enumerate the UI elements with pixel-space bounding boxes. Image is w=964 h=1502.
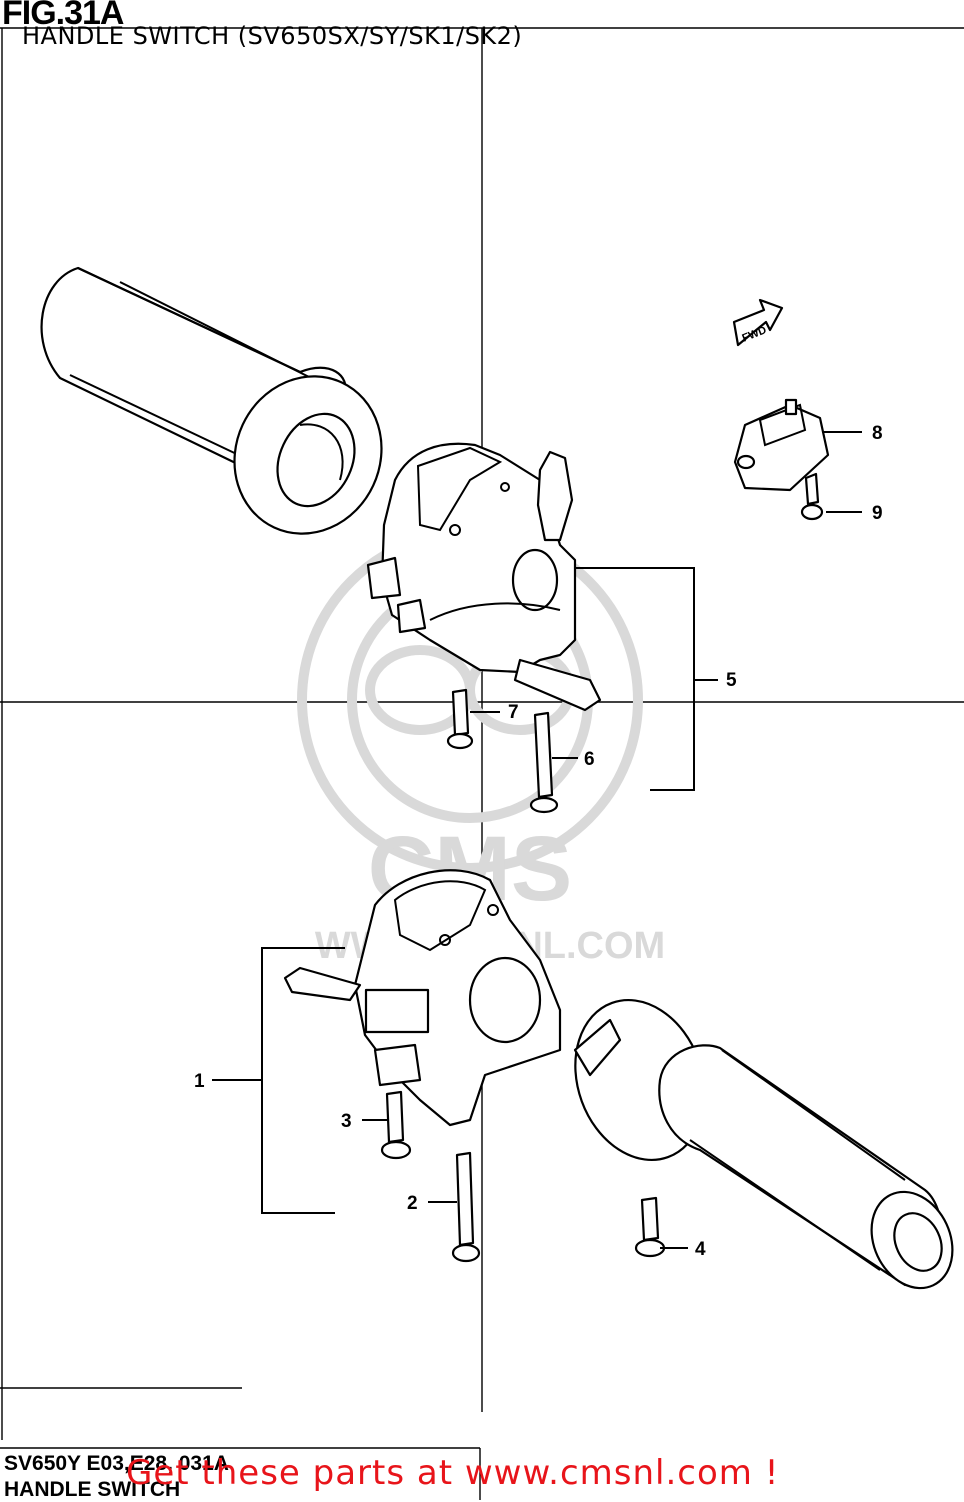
- screw-part-2: [451, 1151, 481, 1263]
- callout-9: 9: [872, 503, 883, 524]
- screw-part-7: [446, 688, 474, 750]
- figure-subtitle: HANDLE SWITCH (SV650SX/SY/SK1/SK2): [22, 22, 523, 50]
- leader-lines: [212, 431, 862, 1249]
- diagram-frame: [0, 27, 964, 1500]
- callout-7: 7: [508, 702, 519, 723]
- callout-8: 8: [872, 423, 883, 444]
- throttle-grip: [573, 998, 954, 1290]
- callout-5: 5: [726, 670, 737, 691]
- callout-numbers: 8 9 5 7 6 1 3 2 4: [194, 423, 883, 1260]
- callout-4: 4: [695, 1239, 706, 1260]
- right-handle-switch-part-1: [283, 869, 562, 1127]
- left-handlebar-grip: [40, 266, 383, 535]
- footer-section-name: HANDLE SWITCH: [4, 1478, 181, 1501]
- callout-3: 3: [341, 1111, 352, 1132]
- callout-2: 2: [407, 1193, 418, 1214]
- screw-part-3: [380, 1090, 412, 1160]
- screw-part-6: [529, 711, 559, 814]
- footer-model-code: SV650Y E03,E28, 031A: [4, 1452, 229, 1475]
- figure-title: FIG.31A: [2, 0, 124, 32]
- screw-part-4: [634, 1196, 666, 1258]
- screw-part-9: [800, 472, 824, 521]
- callout-6: 6: [584, 749, 595, 770]
- clutch-switch-part-8: [733, 398, 830, 492]
- promo-link[interactable]: Get these parts at www.cmsnl.com !: [126, 1453, 780, 1493]
- forward-direction-arrow: FWD: [732, 298, 784, 347]
- callout-1: 1: [194, 1071, 205, 1092]
- left-handle-switch-part-5: [366, 442, 602, 712]
